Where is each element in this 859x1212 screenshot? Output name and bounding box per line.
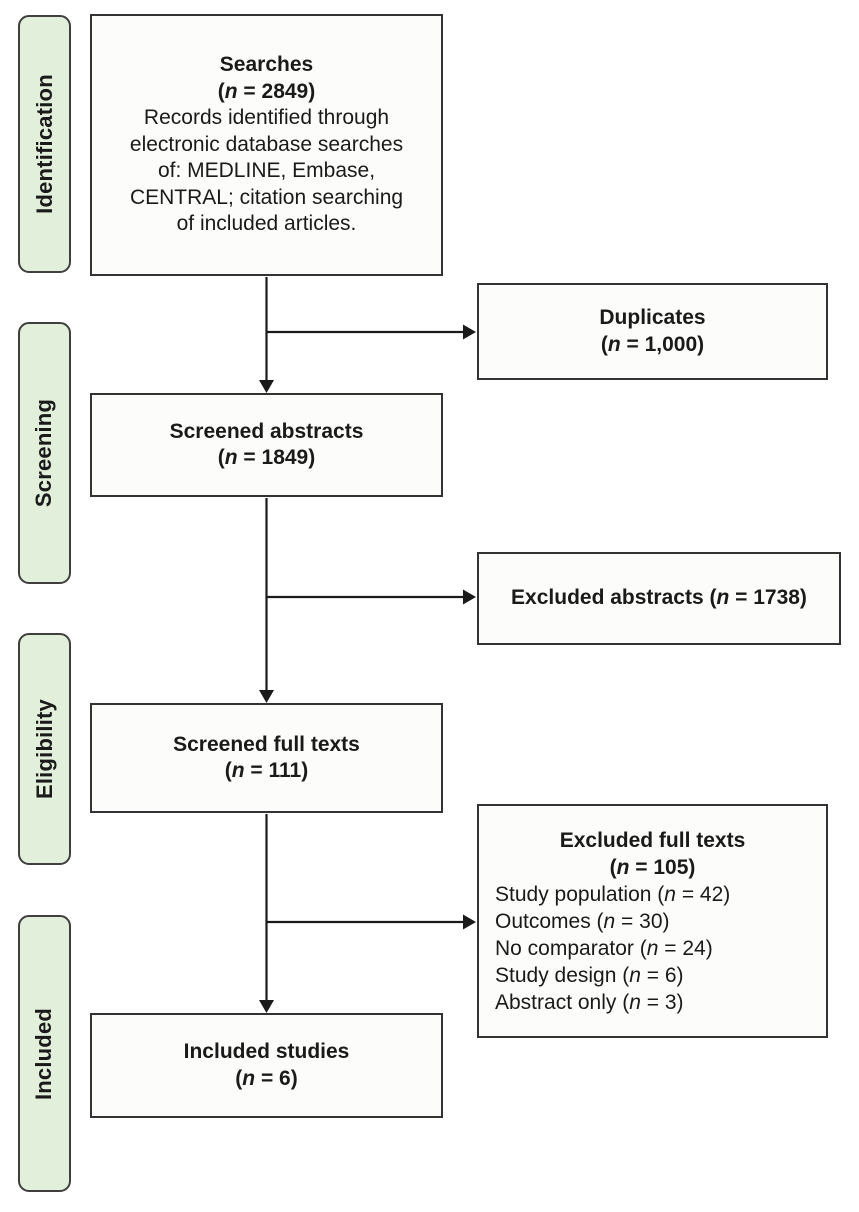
box-included-studies: Included studies (n = 6) [90, 1013, 443, 1118]
box-text-line: electronic database searches [129, 132, 404, 156]
stage-identification: Identification [18, 15, 71, 273]
box-title: Screened abstracts [169, 419, 364, 443]
exclusion-reason: No comparator (n = 24) [495, 936, 713, 960]
box-excluded-full-texts: Excluded full texts (n = 105) Study popu… [477, 804, 828, 1038]
box-excluded-abstracts: Excluded abstracts (n = 1738) [477, 552, 841, 645]
box-count: (n = 6) [235, 1066, 298, 1090]
box-count: (n = 1849) [217, 446, 316, 469]
box-count: (n = 2849) [217, 79, 316, 103]
exclusion-reason: Study population (n = 42) [495, 882, 731, 906]
exclusion-reason: Abstract only (n = 3) [495, 990, 684, 1014]
box-text-line: of included articles. [176, 212, 357, 236]
box-title: Excluded full texts [559, 828, 746, 852]
box-count: (n = 111) [224, 759, 309, 782]
arrow-branch-to-duplicates [266, 324, 476, 340]
stage-label: Screening [31, 398, 57, 508]
box-title: Included studies [183, 1040, 350, 1063]
box-count: (n = 105) [609, 855, 696, 879]
exclusion-reason: Outcomes (n = 30) [495, 909, 670, 933]
box-screened-full-texts: Screened full texts (n = 111) [90, 703, 443, 813]
stage-label: Identification [31, 74, 57, 214]
arrow-screened-abstracts-to-full-texts [259, 498, 274, 703]
box-count: (n = 1,000) [600, 332, 705, 356]
arrow-branch-to-excluded-abstracts [266, 589, 476, 605]
box-text-line: of: MEDLINE, Embase, [157, 159, 376, 183]
exclusion-reason: Study design (n = 6) [495, 963, 684, 987]
stage-label: Eligibility [31, 699, 57, 799]
box-searches: Searches (n = 2849) Records identified t… [90, 14, 443, 276]
stage-eligibility: Eligibility [18, 633, 71, 865]
stage-screening: Screening [18, 322, 71, 584]
box-screened-abstracts: Screened abstracts (n = 1849) [90, 393, 443, 497]
arrow-full-texts-to-included [259, 814, 274, 1013]
arrow-branch-to-excluded-full-texts [266, 914, 476, 930]
box-duplicates: Duplicates (n = 1,000) [477, 283, 828, 380]
box-title: Screened full texts [173, 732, 360, 756]
box-title: Excluded abstracts (n = 1738) [511, 586, 807, 610]
stage-label: Included [31, 1007, 57, 1100]
box-title: Duplicates [599, 306, 706, 329]
box-text-line: CENTRAL; citation searching [129, 185, 404, 209]
box-text-line: Records identified through [143, 106, 390, 130]
box-title: Searches [219, 53, 314, 77]
stage-included: Included [18, 915, 71, 1192]
arrow-searches-to-screened-abstracts [259, 277, 274, 393]
